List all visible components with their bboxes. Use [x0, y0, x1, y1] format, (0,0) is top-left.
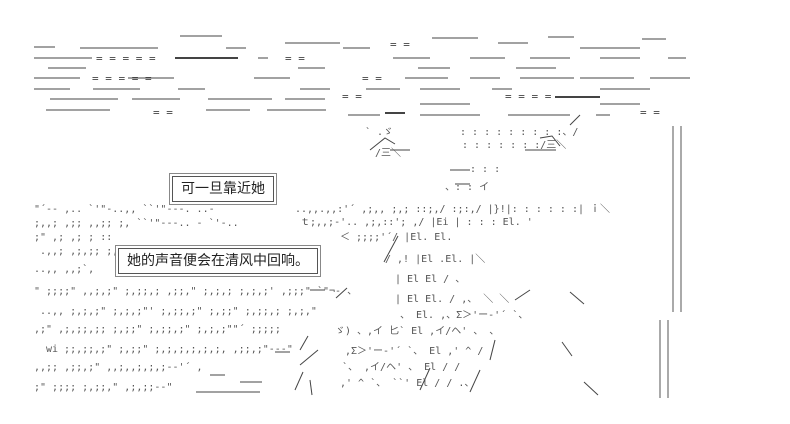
svg-text:= =: = =: [362, 72, 382, 85]
svg-text:ゞ) 、,イ 匕` El ,イ/ヘ' 、: ゞ) 、,イ 匕` El ,イ/ヘ' 、 、: [335, 325, 499, 337]
svg-text:.,,; ,;,;; ;,;"": .,,; ,;,;; ;,;"": [40, 246, 136, 257]
svg-text:"´-‐ ,.. `'"-..,, ``'"-‐-. ..: "´-‐ ,.. `'"-..,, ``'"-‐-. ..-: [34, 203, 215, 215]
svg-text:" ;;;;" ,,;,;" ;,;;,; ,: " ;;;;" ,,;,;" ;,;;,; ,;;," ;,;,; ;,;,;'…: [34, 285, 357, 297]
cloud-equals: = = = = = = = = = = = = = = = = = = = = …: [92, 38, 660, 119]
figure-outline: [196, 114, 599, 396]
svg-text:＜ ;;;;'´/ |El. El.: ＜ ;;;;'´/ |El. El.: [340, 231, 452, 243]
svg-text:/ ,! |El .El.: / ,! |El .El. |＼: [385, 253, 485, 265]
svg-text:= = = = =: = = = = =: [92, 72, 152, 85]
svg-text:/三＼: /三＼: [375, 147, 401, 159]
caption-box-middle: 她的声音便会在清风中回响。: [118, 248, 318, 274]
caption-text-middle: 她的声音便会在清风中回响。: [127, 253, 309, 269]
svg-text:= =: = =: [640, 106, 660, 119]
svg-text:,,;; ,;;,;" ,,;,,;,;,;-‐'´: ,,;; ,;;,;" ,,;,,;,;,;-‐'´ ,: [34, 361, 203, 373]
svg-text:wi ;;,;;,;" ;,;;" ;,;,;,;,;: wi ;;,;;,;" ;,;;" ;,;,;,;,;,;, ,;;,;"-‐‐…: [46, 344, 293, 355]
svg-text:;" ;;;; ;,;;," ,;,;;-‐": ;" ;;;; ;,;;," ,;,;;-‐": [34, 382, 172, 393]
svg-text:| El El / 、: | El El / 、: [395, 274, 465, 285]
svg-text:= = = = =: = = = = =: [96, 52, 156, 65]
svg-text:,' ^ `、 ``' El / /: ,' ^ `、 ``' El / / .、: [340, 377, 474, 389]
svg-text:、 El. ,、Σ＞'ー-'´ `、: 、 El. ,、Σ＞'ー-'´ `、: [400, 309, 528, 321]
cloud-lines: [34, 35, 690, 116]
svg-text:,Σ＞'ー-'´ `、 El ,' ^: ,Σ＞'ー-'´ `、 El ,' ^ /: [345, 345, 483, 357]
svg-text:`、 ,イ/ヘ' 、 El / /: `、 ,イ/ヘ' 、 El / /: [342, 361, 460, 373]
svg-text:= =: = =: [390, 38, 410, 51]
svg-text:: : : : : : :/三＼: : : : : : : :/三＼: [462, 139, 566, 151]
svg-text:ｔ;,,;-'.. ,;,::'; ,/ |Ei | :: ｔ;,,;-'.. ,;,::'; ,/ |Ei | : : : El. ': [300, 217, 533, 228]
svg-text:..,, ,,;`,: ..,, ,,;`,: [34, 263, 94, 275]
caption-box-top: 可一旦靠近她: [172, 176, 274, 202]
svg-text:= =: = =: [285, 52, 305, 65]
caption-text-top: 可一旦靠近她: [181, 181, 265, 197]
svg-text:..,,.,,:'´ ,;,, ;,; ::;,/ :;:,: ..,,.,,:'´ ,;,, ;,; ::;,/ :;:,/ |}!|: : …: [295, 203, 610, 215]
svg-text:,;" ,;,;;,;; ;,;;" ;,: ,;" ,;,;;,;; ;,;;" ;,;;,;" ;,;,;""´ ;;;;…: [34, 323, 281, 335]
svg-text:;" ,; ,; ; ::: ;" ,; ,; ; ::: [34, 232, 112, 243]
svg-text:| El El. / ,、 ＼: | El El. / ,、 ＼ ＼: [395, 293, 509, 305]
right-pillars: [659, 126, 682, 398]
svg-text:` .ゞ: ` .ゞ: [365, 126, 393, 138]
ascii-fragments: ` .ゞ : : : : : : : : :、/ /三＼ : : : : : :…: [34, 126, 610, 393]
svg-text:= =: = =: [153, 106, 173, 119]
svg-text:..,, ;,;,;" ;,;,;"' ;,;;,;": ..,, ;,;,;" ;,;,;"' ;,;;,;" ;,;;" ;,;;,;…: [40, 306, 317, 317]
svg-text:: : : : : : : : :、/: : : : : : : : : :、/: [460, 127, 578, 138]
svg-text:= = = =: = = = =: [505, 90, 552, 103]
svg-text:、: : イ: 、: : イ: [445, 182, 489, 193]
svg-text:: : :: : : :: [470, 164, 500, 175]
svg-text:;,,; ,;; ,,;; ;, ``'"-‐‐.. -: ;,,; ,;; ,,;; ;, ``'"-‐‐.. - `'-..: [34, 217, 239, 229]
svg-text:= =: = =: [342, 90, 362, 103]
